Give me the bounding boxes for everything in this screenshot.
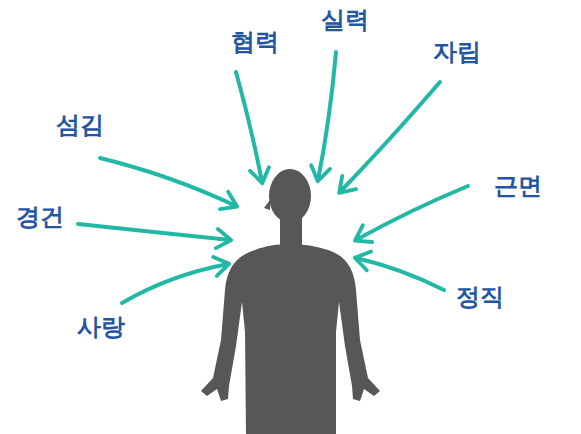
- value-word: 실력: [321, 7, 369, 33]
- value-word: 섬김: [56, 112, 104, 138]
- pointer-arrow: [340, 82, 440, 192]
- human-silhouette: [201, 169, 380, 434]
- value-word: 근면: [494, 173, 542, 199]
- value-word: 협력: [231, 29, 279, 55]
- pointer-arrow: [356, 186, 468, 240]
- pointer-arrow: [356, 258, 444, 290]
- pointer-arrows: [78, 52, 468, 303]
- pointer-arrow: [122, 264, 228, 303]
- value-word: 자립: [433, 39, 481, 65]
- pointer-arrow: [78, 224, 230, 240]
- value-word: 사랑: [77, 314, 125, 340]
- value-word: 경건: [16, 204, 64, 230]
- pointer-arrow: [318, 52, 336, 180]
- pointer-arrow: [100, 158, 236, 206]
- pointer-arrow: [236, 72, 262, 182]
- value-word: 정직: [456, 284, 504, 310]
